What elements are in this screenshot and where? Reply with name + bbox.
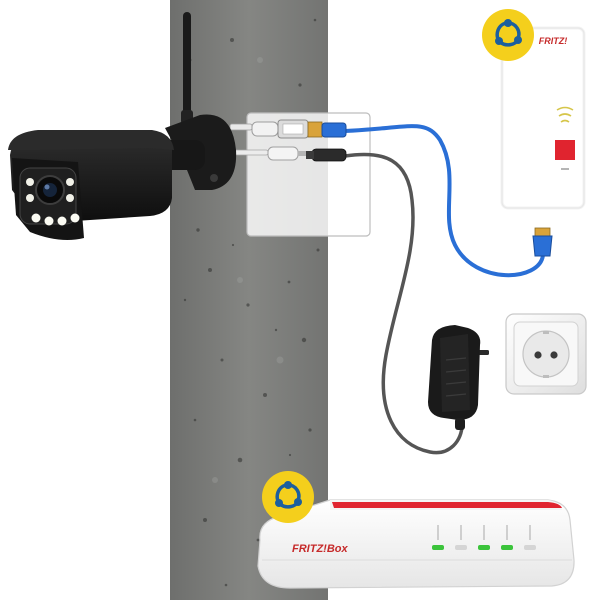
connector-detail-panel — [246, 112, 371, 237]
lan-cable-plug — [307, 121, 347, 138]
router-status-leds — [432, 545, 536, 550]
router-brand-label: FRITZ!Box — [292, 543, 348, 555]
power-plug-barrel — [306, 148, 347, 162]
router-icon: FRITZ!Box — [257, 499, 575, 589]
camera-power-connector — [229, 146, 310, 161]
wifi-repeater-icon: FRITZ! — [500, 26, 586, 210]
wall-socket-icon — [505, 313, 587, 395]
rj45-plug-icon — [532, 227, 553, 257]
router-red-trim — [332, 502, 562, 508]
repeater-status-led — [555, 140, 575, 160]
camera-ethernet-connector — [229, 119, 309, 139]
power-cable — [343, 152, 464, 455]
mesh-logo-icon — [262, 471, 314, 523]
ethernet-cable — [343, 124, 545, 278]
repeater-brand-label: FRITZ! — [539, 36, 568, 46]
power-adapter-icon — [428, 325, 489, 430]
mesh-logo-icon — [482, 9, 534, 61]
security-camera-icon — [8, 12, 237, 240]
